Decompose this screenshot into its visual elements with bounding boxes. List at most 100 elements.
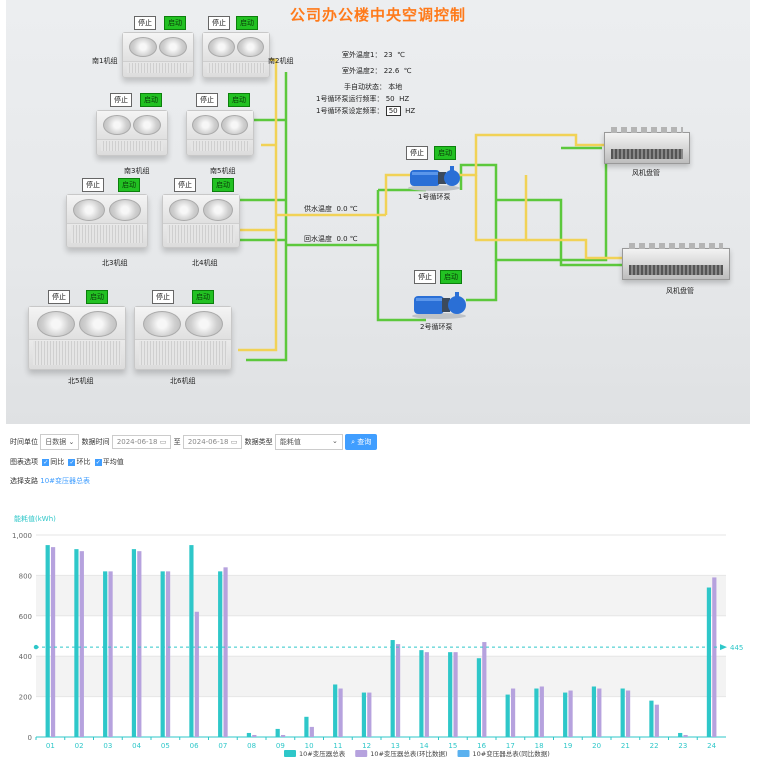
- bar-12-series-2: [367, 692, 372, 737]
- pump2-icon: [412, 292, 466, 319]
- x-tick-label: 23: [678, 742, 687, 750]
- chiller-north-6-stop-button[interactable]: 停止: [152, 290, 174, 304]
- chart-options: 图表选项 ✓同比 ✓环比 ✓平均值: [10, 457, 124, 467]
- chiller-north-3-start-button[interactable]: 启动: [118, 178, 140, 192]
- x-tick-label: 02: [75, 742, 84, 750]
- x-tick-label: 16: [477, 742, 486, 750]
- branch-selector: 选择支路 10#变压器总表: [10, 476, 90, 486]
- pump2-start-button[interactable]: 启动: [440, 270, 462, 284]
- calendar-icon: ▭: [159, 438, 167, 446]
- bar-15-series-2: [453, 652, 458, 737]
- chiller-north-5-stop-button[interactable]: 停止: [48, 290, 70, 304]
- start-date-input[interactable]: 2024-06-18 ▭: [111, 435, 172, 449]
- data-type-select[interactable]: 能耗值 ⌄: [274, 434, 343, 450]
- bar-18-series-1: [534, 688, 539, 737]
- y-tick-label: 600: [19, 613, 32, 621]
- bar-18-series-2: [539, 686, 544, 737]
- yoy-label: 同比: [50, 458, 65, 466]
- bar-23-series-2: [683, 734, 688, 737]
- bar-01-series-2: [50, 547, 56, 737]
- chiller-south-5-label: 南5机组: [210, 167, 236, 175]
- query-toolbar: 时间单位 日数据 ⌄ 数据时间 2024-06-18 ▭ 至 2024-06-1…: [10, 434, 378, 450]
- chiller-south-5-stop-button[interactable]: 停止: [196, 93, 218, 107]
- bar-15-series-1: [448, 652, 453, 737]
- chiller-south-1-start-button[interactable]: 启动: [164, 16, 186, 30]
- chiller-south-3-label: 南3机组: [124, 167, 150, 175]
- chiller-south-3-start-button[interactable]: 启动: [140, 93, 162, 107]
- x-tick-label: 06: [190, 742, 199, 750]
- average-label: 445: [730, 644, 743, 652]
- x-tick-label: 12: [362, 742, 371, 750]
- bar-24-series-1: [706, 587, 712, 737]
- x-tick-label: 18: [535, 742, 544, 750]
- bar-06-series-2: [194, 611, 199, 737]
- bar-04-series-1: [131, 549, 137, 737]
- x-tick-label: 15: [448, 742, 457, 750]
- bar-10-series-2: [309, 726, 314, 737]
- end-date-input[interactable]: 2024-06-18 ▭: [182, 435, 243, 449]
- chiller-north-4-stop-button[interactable]: 停止: [174, 178, 196, 192]
- legend-swatch-2: [355, 750, 368, 757]
- chiller-south-5-start-button[interactable]: 启动: [228, 93, 250, 107]
- avg-label: 平均值: [102, 458, 124, 466]
- search-icon: ⌕: [351, 438, 355, 446]
- x-tick-label: 08: [247, 742, 256, 750]
- fan-coil-1-label: 风机盘管: [632, 169, 660, 177]
- pump2-stop-button[interactable]: 停止: [414, 270, 436, 284]
- time-unit-select[interactable]: 日数据 ⌄: [40, 434, 80, 450]
- pump1-run-frequency: 1号循环泵运行频率： 50 HZ: [316, 95, 410, 103]
- bar-16-series-2: [482, 642, 487, 737]
- x-tick-label: 09: [276, 742, 285, 750]
- mom-checkbox[interactable]: ✓: [68, 458, 76, 466]
- select-branch-label: 选择支路: [10, 477, 38, 485]
- bar-22-series-1: [649, 700, 654, 737]
- x-tick-label: 17: [506, 742, 515, 750]
- branch-link[interactable]: 10#变压器总表: [40, 477, 91, 485]
- grid-band: [36, 575, 726, 616]
- pump1-set-frequency-input[interactable]: 50: [385, 106, 401, 116]
- chiller-north-4-label: 北4机组: [192, 259, 218, 267]
- chiller-south-2-label: 南2机组: [268, 57, 294, 65]
- pump1-stop-button[interactable]: 停止: [406, 146, 428, 160]
- query-button[interactable]: ⌕ 查询: [345, 434, 378, 450]
- page-title: 公司办公楼中央空调控制: [289, 6, 466, 24]
- chiller-south-2-stop-button[interactable]: 停止: [208, 16, 230, 30]
- bar-21-series-1: [620, 688, 625, 737]
- pump2-label: 2号循环泵: [420, 323, 453, 331]
- auto-manual-status: 手自动状态： 本地: [344, 83, 403, 91]
- chiller-south-2-start-button[interactable]: 启动: [236, 16, 258, 30]
- chiller-north-4-start-button[interactable]: 启动: [212, 178, 234, 192]
- avg-checkbox[interactable]: ✓: [94, 458, 102, 466]
- chiller-south-3-stop-button[interactable]: 停止: [110, 93, 132, 107]
- bar-19-series-2: [568, 690, 573, 737]
- bar-20-series-1: [591, 686, 597, 737]
- bar-05-series-2: [165, 571, 171, 737]
- legend-swatch-3: [457, 750, 470, 757]
- x-tick-label: 14: [420, 742, 429, 750]
- x-tick-label: 04: [132, 742, 141, 750]
- bar-21-series-2: [625, 690, 631, 737]
- yoy-checkbox[interactable]: ✓: [42, 458, 50, 466]
- average-line-arrow: [720, 644, 727, 651]
- data-type-label: 数据类型: [244, 438, 273, 446]
- bar-07-series-2: [223, 567, 228, 737]
- x-tick-label: 22: [650, 742, 659, 750]
- chevron-down-icon: ⌄: [331, 437, 338, 445]
- chiller-north-6-start-button[interactable]: 启动: [192, 290, 214, 304]
- chiller-north-6-label: 北6机组: [170, 377, 196, 385]
- bar-14-series-2: [424, 652, 429, 737]
- bar-14-series-1: [419, 650, 424, 737]
- bar-13-series-1: [390, 640, 395, 737]
- chiller-south-1-stop-button[interactable]: 停止: [134, 16, 156, 30]
- bar-02-series-2: [79, 551, 84, 737]
- chiller-north-3-stop-button[interactable]: 停止: [82, 178, 104, 192]
- pump1-label: 1号循环泵: [418, 193, 451, 201]
- bar-10-series-1: [304, 716, 309, 737]
- bar-13-series-2: [395, 644, 401, 737]
- pump1-start-button[interactable]: 启动: [434, 146, 456, 160]
- x-tick-label: 10: [305, 742, 314, 750]
- legend-swatch-1: [284, 750, 296, 757]
- chiller-north-5-start-button[interactable]: 启动: [86, 290, 108, 304]
- hvac-control-panel: 公司办公楼中央空调控制 停止 启动: [6, 0, 750, 424]
- supply-water-temp: 供水温度 0.0 ℃: [304, 205, 358, 213]
